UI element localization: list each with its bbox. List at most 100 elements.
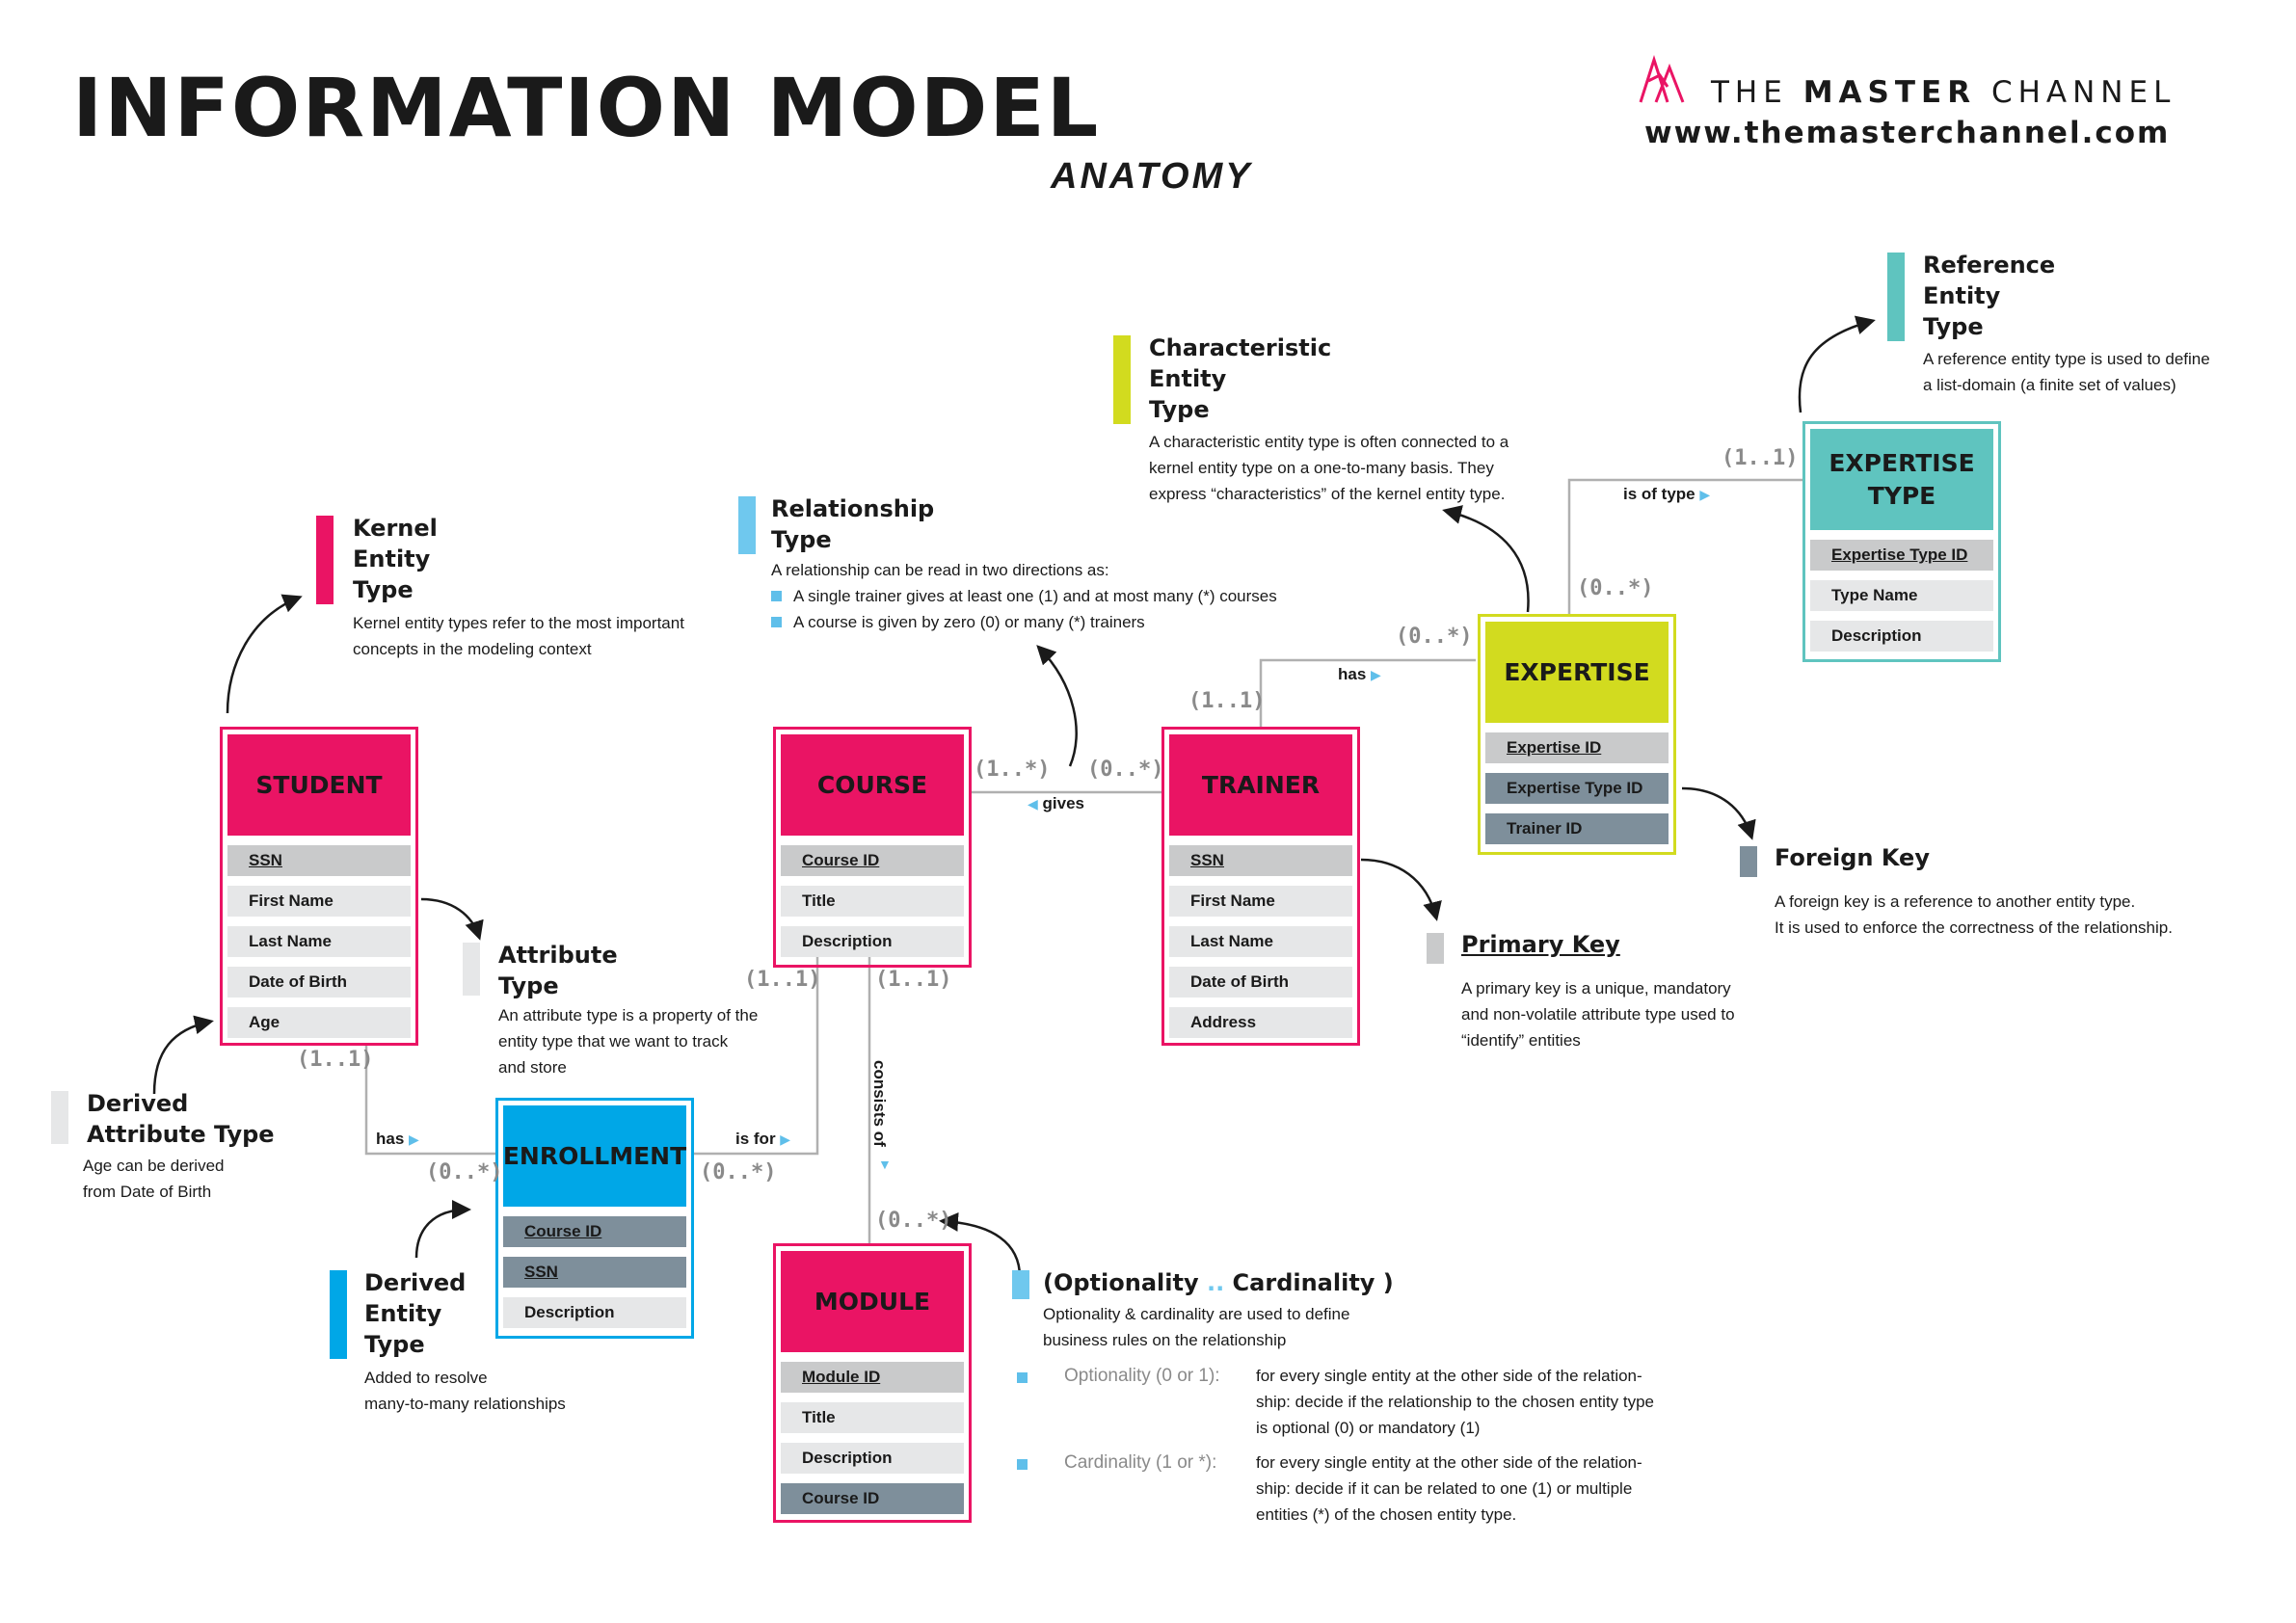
attribute-ssn[interactable]: SSN — [227, 845, 411, 876]
bullet-text: A single trainer gives at least one (1) … — [793, 587, 1277, 605]
title-line: Reference — [1923, 252, 2056, 279]
title-separator: .. — [1206, 1269, 1225, 1296]
desc-line: many-to-many relationships — [364, 1395, 566, 1413]
relationship-arrow — [1036, 645, 1078, 767]
entity-title: ENROLLMENT — [503, 1105, 686, 1207]
entity-expertise[interactable]: EXPERTISE Expertise ID Expertise Type ID… — [1478, 614, 1676, 855]
attribute-date-of-birth[interactable]: Date of Birth — [1169, 967, 1352, 998]
desc-line: Optionality & cardinality are used to de… — [1043, 1305, 1350, 1323]
mult-course-gives: (1..*) — [974, 758, 1051, 782]
mult-trainer-has: (1..1) — [1188, 689, 1266, 713]
title-line: Attribute — [498, 942, 618, 969]
relationship-trainer-has: has ▶ — [1338, 665, 1381, 684]
attribute-color-bar — [463, 943, 480, 996]
optionality-arrow — [939, 1211, 1022, 1278]
entity-title: EXPERTISE TYPE — [1810, 429, 1993, 530]
kernel-title: Kernel Entity Type — [353, 513, 438, 605]
attr-label: Trainer ID — [1507, 819, 1583, 838]
attribute-trainer-id[interactable]: Trainer ID — [1485, 813, 1669, 844]
desc-line: business rules on the relationship — [1043, 1331, 1287, 1349]
mult-type-is-of: (1..1) — [1722, 446, 1799, 470]
attribute-last-name[interactable]: Last Name — [1169, 926, 1352, 957]
optionality-title: (Optionality .. Cardinality ) — [1043, 1267, 1394, 1298]
mult-trainer-gives: (0..*) — [1087, 758, 1164, 782]
entity-trainer[interactable]: TRAINER SSN First Name Last Name Date of… — [1161, 727, 1360, 1046]
attr-label: Course ID — [802, 1489, 880, 1507]
attribute-expertise-id[interactable]: Expertise ID — [1485, 732, 1669, 763]
characteristic-title: Characteristic Entity Type — [1149, 333, 1331, 425]
primary-key-description: A primary key is a unique, mandatory and… — [1461, 975, 1735, 1053]
bullet-icon — [771, 591, 782, 601]
attr-label: Course ID — [524, 1222, 602, 1240]
title-line: Entity — [1149, 365, 1227, 392]
foreign-key-title: Foreign Key — [1775, 844, 1930, 871]
attribute-course-id[interactable]: Course ID — [781, 845, 964, 876]
bullet-icon — [1017, 1459, 1028, 1470]
desc-line: kernel entity type on a one-to-many basi… — [1149, 459, 1494, 477]
attribute-first-name[interactable]: First Name — [1169, 886, 1352, 917]
entity-course[interactable]: COURSE Course ID Title Description — [773, 727, 972, 968]
brand-prefix: THE — [1711, 75, 1788, 110]
direction-down-icon: ▼ — [878, 1157, 892, 1172]
attribute-date-of-birth[interactable]: Date of Birth — [227, 967, 411, 998]
attribute-last-name[interactable]: Last Name — [227, 926, 411, 957]
title-line: Entity — [353, 545, 431, 572]
cardinality-text: for every single entity at the other sid… — [1256, 1450, 1642, 1528]
brand-suffix: CHANNEL — [1990, 75, 2176, 110]
title-line: Type — [498, 972, 559, 999]
title-line: Type — [1149, 396, 1210, 423]
derived-attribute-description: Age can be derived from Date of Birth — [83, 1153, 225, 1205]
direction-right-icon: ▶ — [780, 1131, 791, 1147]
entity-title-text: EXPERTISE TYPE — [1829, 447, 1974, 513]
relationship-is-of-type: is of type ▶ — [1623, 485, 1710, 504]
attr-label: Expertise Type ID — [1831, 545, 1968, 564]
optionality-label: Optionality (0 or 1): — [1064, 1366, 1220, 1386]
attribute-course-id[interactable]: Course ID — [781, 1483, 964, 1514]
attribute-title[interactable]: Title — [781, 886, 964, 917]
attr-label: Age — [249, 1013, 280, 1031]
website-url[interactable]: www.themasterchannel.com — [1644, 116, 2171, 150]
desc-line: A relationship can be read in two direct… — [771, 561, 1109, 579]
attribute-description[interactable]: Description — [1810, 621, 1993, 652]
attribute-ssn[interactable]: SSN — [503, 1257, 686, 1288]
attribute-expertise-type-id[interactable]: Expertise Type ID — [1810, 540, 1993, 571]
attribute-course-id[interactable]: Course ID — [503, 1216, 686, 1247]
characteristic-color-bar — [1113, 335, 1131, 424]
entity-student[interactable]: STUDENT SSN First Name Last Name Date of… — [220, 727, 418, 1046]
relationship-consists-of: consists of — [869, 1060, 889, 1147]
title-line: Type — [1923, 313, 1984, 340]
attribute-expertise-type-id[interactable]: Expertise Type ID — [1485, 773, 1669, 804]
mult-enroll-has: (0..*) — [426, 1160, 503, 1184]
reference-title: Reference Entity Type — [1923, 250, 2055, 342]
desc-line: concepts in the modeling context — [353, 640, 592, 658]
direction-right-icon: ▶ — [1699, 487, 1711, 502]
attribute-type-name[interactable]: Type Name — [1810, 580, 1993, 611]
desc-line: A characteristic entity type is often co… — [1149, 433, 1509, 451]
attribute-title: Attribute Type — [498, 940, 618, 1001]
attribute-address[interactable]: Address — [1169, 1007, 1352, 1038]
desc-line: A reference entity type is used to defin… — [1923, 350, 2210, 368]
attribute-description[interactable]: Description — [503, 1297, 686, 1328]
relationship-label: has — [1338, 665, 1367, 683]
attr-label: Title — [802, 1408, 836, 1426]
relationship-label: has — [376, 1130, 405, 1148]
entity-expertise-type[interactable]: EXPERTISE TYPE Expertise Type ID Type Na… — [1802, 421, 2001, 662]
optionality-text: for every single entity at the other sid… — [1256, 1363, 1654, 1441]
entity-module[interactable]: MODULE Module ID Title Description Cours… — [773, 1243, 972, 1523]
attribute-first-name[interactable]: First Name — [227, 886, 411, 917]
attribute-title[interactable]: Title — [781, 1402, 964, 1433]
title-line: Type — [353, 576, 414, 603]
attribute-age[interactable]: Age — [227, 1007, 411, 1038]
attribute-description[interactable]: Description — [781, 926, 964, 957]
entity-enrollment[interactable]: ENROLLMENT Course ID SSN Description — [495, 1098, 694, 1339]
attribute-module-id[interactable]: Module ID — [781, 1362, 964, 1393]
attribute-ssn[interactable]: SSN — [1169, 845, 1352, 876]
derived-attribute-arrow — [152, 1015, 214, 1095]
foreign-key-arrow — [1681, 786, 1756, 840]
title-part: Cardinality ) — [1232, 1269, 1394, 1296]
title-part: (Optionality — [1043, 1269, 1199, 1296]
entity-title-line: TYPE — [1867, 481, 1936, 510]
desc-line: Kernel entity types refer to the most im… — [353, 614, 684, 632]
attribute-description[interactable]: Description — [781, 1443, 964, 1474]
